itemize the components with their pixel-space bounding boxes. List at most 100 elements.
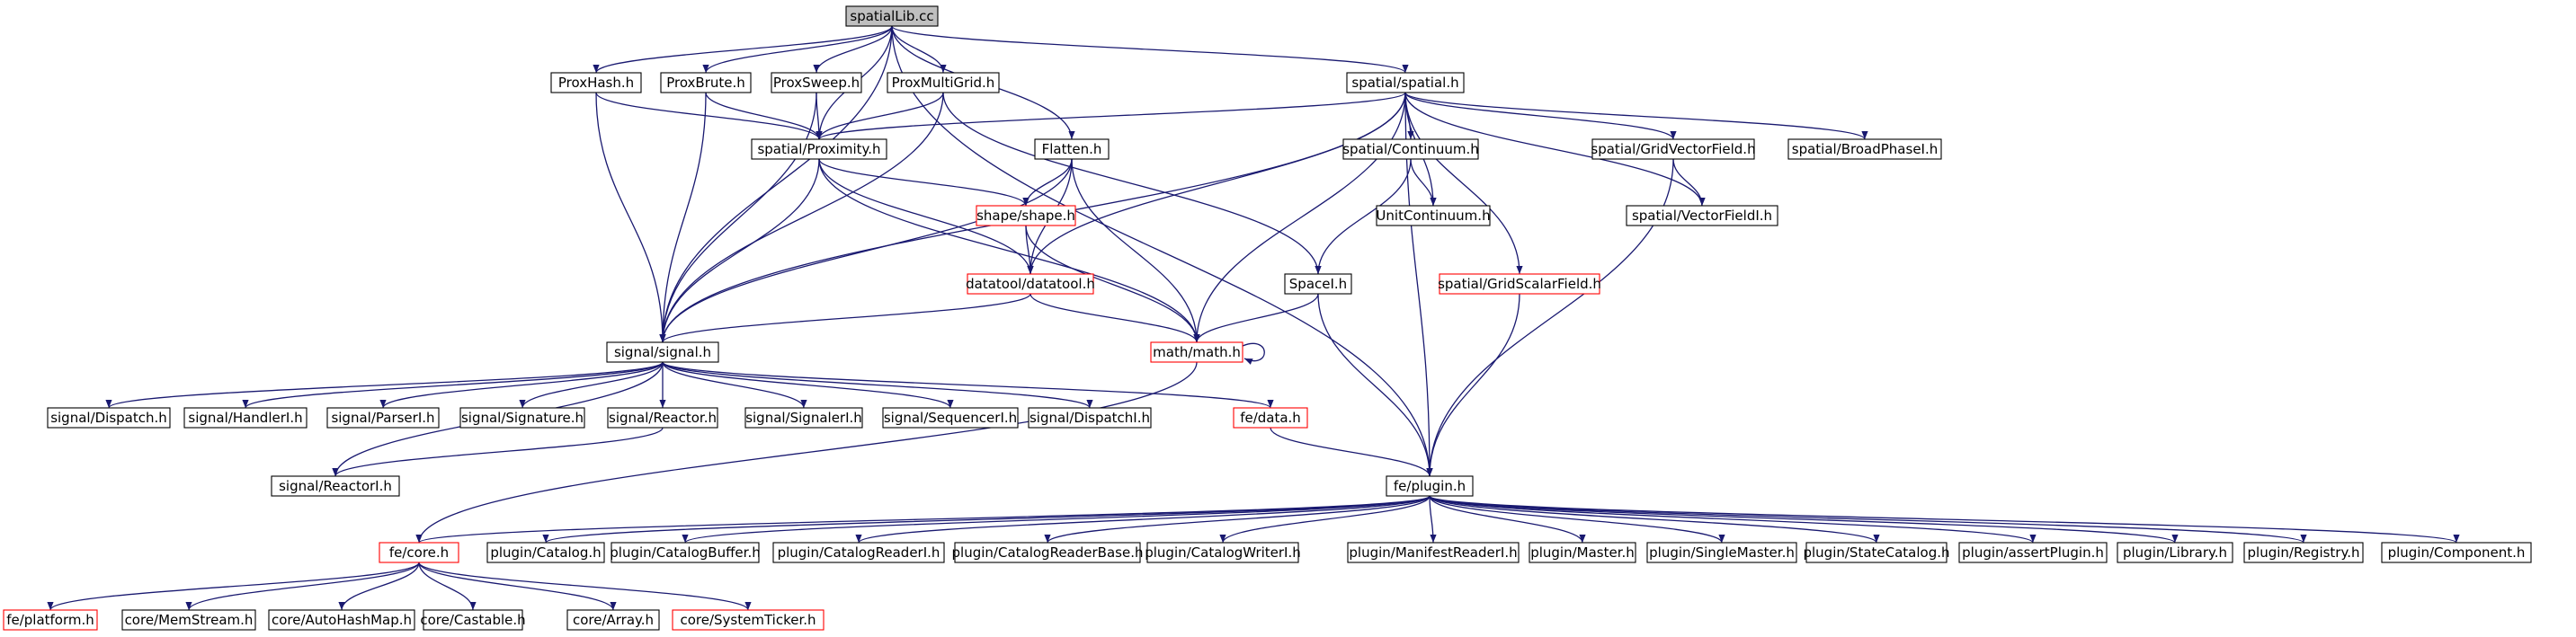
node-spatial-broad-phase-i[interactable]: spatial/BroadPhaseI.h: [1787, 138, 1942, 160]
node-fe-data[interactable]: fe/data.h: [1233, 407, 1308, 429]
edge-signal-signal-to-fe-data: [662, 361, 1274, 409]
node-spatial-lib-cc[interactable]: spatialLib.cc: [845, 5, 939, 27]
node-signal-dispatch[interactable]: signal/Dispatch.h: [47, 407, 171, 429]
node-label: spatial/GridScalarField.h: [1438, 276, 1601, 292]
node-spatial-grid-vector-field[interactable]: spatial/GridVectorField.h: [1591, 138, 1756, 160]
node-plugin-single-master[interactable]: plugin/SingleMaster.h: [1646, 542, 1797, 563]
node-label: plugin/assertPlugin.h: [1962, 544, 2104, 561]
node-shape-shape[interactable]: shape/shape.h: [976, 205, 1076, 226]
node-core-auto-hash-map[interactable]: core/AutoHashMap.h: [268, 609, 415, 631]
node-plugin-catalog-writer-i[interactable]: plugin/CatalogWriterI.h: [1145, 542, 1301, 563]
node-math-math[interactable]: math/math.h: [1150, 341, 1243, 363]
node-box: [1150, 341, 1243, 363]
node-label: fe/platform.h: [6, 612, 94, 628]
edge-spatial-proximity-to-math-math: [818, 158, 1200, 343]
node-box: [1591, 138, 1755, 160]
node-plugin-catalog-buffer[interactable]: plugin/CatalogBuffer.h: [610, 542, 761, 563]
node-core-castable[interactable]: core/Castable.h: [420, 609, 526, 631]
node-box: [1376, 205, 1491, 226]
node-core-mem-stream[interactable]: core/MemStream.h: [121, 609, 256, 631]
node-spatial-grid-scalar-field[interactable]: spatial/GridScalarField.h: [1438, 273, 1601, 295]
node-label: plugin/SingleMaster.h: [1649, 544, 1795, 561]
node-box: [3, 609, 98, 631]
edge-prox-multi-grid-to-signal-signal: [659, 92, 944, 343]
node-signal-reactor[interactable]: signal/Reactor.h: [607, 407, 718, 429]
node-plugin-catalog-reader-base[interactable]: plugin/CatalogReaderBase.h: [952, 542, 1144, 563]
node-fe-plugin[interactable]: fe/plugin.h: [1386, 475, 1474, 497]
edge-fe-plugin-to-plugin-catalog-reader-base: [1044, 495, 1431, 544]
node-label: spatial/VectorFieldI.h: [1632, 208, 1772, 224]
edge-spatial-spatial-to-math-math: [1193, 92, 1406, 343]
node-plugin-manifest-reader-i[interactable]: plugin/ManifestReaderI.h: [1347, 542, 1520, 563]
edge-shape-shape-to-math-math: [1025, 225, 1200, 343]
node-prox-sweep[interactable]: ProxSweep.h: [771, 72, 862, 93]
node-core-system-ticker[interactable]: core/SystemTicker.h: [672, 609, 824, 631]
node-box: [423, 609, 523, 631]
node-plugin-catalog-reader-i[interactable]: plugin/CatalogReaderI.h: [772, 542, 945, 563]
node-unit-continuum[interactable]: UnitContinuum.h: [1376, 205, 1491, 226]
node-box: [1146, 542, 1299, 563]
edge-prox-sweep-to-spatial-proximity: [816, 92, 823, 140]
edge-space-i-to-math-math: [1193, 293, 1319, 343]
node-prox-multi-grid[interactable]: ProxMultiGrid.h: [887, 72, 1000, 93]
node-fe-platform[interactable]: fe/platform.h: [3, 609, 98, 631]
node-spatial-vector-field-i[interactable]: spatial/VectorFieldI.h: [1626, 205, 1778, 226]
node-plugin-library[interactable]: plugin/Library.h: [2117, 542, 2233, 563]
node-signal-signal[interactable]: signal/signal.h: [606, 341, 719, 363]
node-box: [771, 72, 862, 93]
node-core-array[interactable]: core/Array.h: [566, 609, 660, 631]
node-box: [566, 609, 660, 631]
node-label: signal/ReactorI.h: [279, 478, 392, 494]
edge-spatial-spatial-to-spatial-proximity: [816, 92, 1406, 140]
node-box: [459, 407, 585, 429]
node-label: spatial/Continuum.h: [1342, 141, 1479, 157]
node-datatool[interactable]: datatool/datatool.h: [966, 273, 1095, 295]
edge-spatial-continuum-to-space-i: [1315, 158, 1412, 275]
node-prox-hash[interactable]: ProxHash.h: [550, 72, 642, 93]
edge-prox-hash-to-spatial-proximity: [595, 92, 823, 140]
node-box: [1958, 542, 2108, 563]
node-spatial-spatial[interactable]: spatial/spatial.h: [1346, 72, 1465, 93]
edge-signal-signal-to-signal-sequencer-i: [662, 361, 954, 409]
edge-fe-core-to-core-system-ticker: [418, 562, 752, 611]
edge-spatial-lib-cc-to-prox-sweep: [813, 25, 893, 74]
node-signal-signature[interactable]: signal/Signature.h: [459, 407, 585, 429]
node-box: [1646, 542, 1797, 563]
edge-signal-signal-to-signal-dispatch-i: [662, 361, 1093, 409]
node-prox-brute[interactable]: ProxBrute.h: [660, 72, 752, 93]
node-label: spatial/GridVectorField.h: [1591, 141, 1755, 157]
node-signal-reactor-i[interactable]: signal/ReactorI.h: [271, 475, 400, 497]
node-spatial-proximity[interactable]: spatial/Proximity.h: [751, 138, 887, 160]
node-flatten[interactable]: Flatten.h: [1034, 138, 1110, 160]
node-label: signal/SignalerI.h: [745, 410, 862, 426]
node-signal-sequencer-i[interactable]: signal/SequencerI.h: [882, 407, 1019, 429]
node-plugin-registry[interactable]: plugin/Registry.h: [2243, 542, 2364, 563]
node-plugin-assert-plugin[interactable]: plugin/assertPlugin.h: [1958, 542, 2108, 563]
node-fe-core[interactable]: fe/core.h: [379, 542, 459, 563]
node-plugin-state-catalog[interactable]: plugin/StateCatalog.h: [1803, 542, 1950, 563]
node-signal-signaler-i[interactable]: signal/SignalerI.h: [744, 407, 863, 429]
node-box: [1805, 542, 1948, 563]
node-plugin-master[interactable]: plugin/Master.h: [1529, 542, 1636, 563]
node-label: plugin/Master.h: [1530, 544, 1635, 561]
node-label: core/Castable.h: [420, 612, 525, 628]
node-box: [967, 273, 1094, 295]
edge-fe-plugin-to-plugin-catalog: [542, 495, 1431, 544]
edge-fe-core-to-fe-platform: [47, 562, 420, 611]
node-plugin-catalog[interactable]: plugin/Catalog.h: [486, 542, 605, 563]
node-plugin-component[interactable]: plugin/Component.h: [2381, 542, 2532, 563]
node-space-i[interactable]: SpaceI.h: [1284, 273, 1352, 295]
node-signal-handler-i[interactable]: signal/HandlerI.h: [183, 407, 308, 429]
node-signal-dispatch-i[interactable]: signal/DispatchI.h: [1028, 407, 1152, 429]
edge-fe-plugin-to-fe-core: [415, 495, 1431, 544]
node-label: math/math.h: [1153, 344, 1241, 360]
node-signal-parser-i[interactable]: signal/ParserI.h: [326, 407, 440, 429]
node-label: signal/SequencerI.h: [884, 410, 1017, 426]
node-spatial-continuum[interactable]: spatial/Continuum.h: [1342, 138, 1479, 160]
edge-fe-core-to-core-array: [418, 562, 617, 611]
node-label: core/SystemTicker.h: [680, 612, 816, 628]
edge-datatool-to-signal-signal: [659, 293, 1031, 343]
edge-prox-sweep-to-signal-signal: [659, 92, 817, 343]
node-label: signal/Dispatch.h: [50, 410, 167, 426]
edge-fe-plugin-to-plugin-single-master: [1429, 495, 1725, 544]
